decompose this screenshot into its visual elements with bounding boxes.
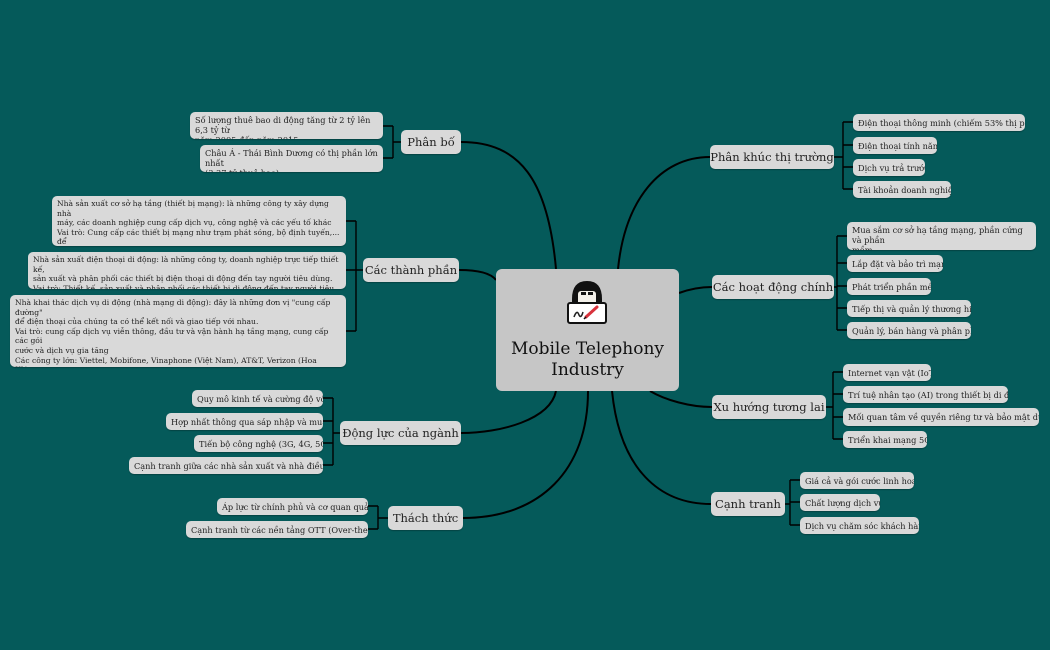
leaf-phan-khuc-4[interactable]: Tài khoản doanh nghiệp [853, 181, 951, 198]
branch-dong-luc[interactable]: Động lực của ngành [340, 421, 461, 445]
branch-xu-huong[interactable]: Xu hướng tương lai [712, 395, 826, 419]
branch-phan-bo[interactable]: Phân bố [401, 130, 461, 154]
leaf-dong-luc-4[interactable]: Cạnh tranh giữa các nhà sản xuất và nhà … [129, 457, 323, 474]
bracket-phan-bo [383, 125, 401, 159]
leaf-hoat-dong-3[interactable]: Phát triển phần mềm [847, 278, 931, 295]
branch-cac-thanh-phan[interactable]: Các thành phần [363, 258, 459, 282]
leaf-thach-thuc-1[interactable]: Áp lực từ chính phủ và cơ quan quản lý [217, 498, 368, 515]
leaf-thach-thuc-2[interactable]: Cạnh tranh từ các nền tảng OTT (Over-the… [186, 521, 368, 538]
branch-thach-thuc[interactable]: Thách thức [388, 506, 463, 530]
central-topic[interactable]: Mobile Telephony Industry [496, 269, 679, 391]
leaf-canh-tranh-2[interactable]: Chất lượng dịch vụ [800, 494, 880, 511]
link-phan-bo [460, 141, 557, 270]
leaf-dong-luc-2[interactable]: Hợp nhất thông qua sáp nhập và mua lại [166, 413, 323, 430]
leaf-canh-tranh-3[interactable]: Dịch vụ chăm sóc khách hàng [800, 517, 919, 534]
link-dong-luc [460, 390, 557, 434]
leaf-canh-tranh-1[interactable]: Giá cả và gói cước linh hoạt [800, 472, 914, 489]
branch-hoat-dong[interactable]: Các hoạt động chính [712, 275, 834, 299]
leaf-dong-luc-1[interactable]: Quy mô kinh tế và cường độ vốn [192, 390, 323, 407]
leaf-cac-thanh-phan-2[interactable]: Nhà sản xuất điện thoại di động: là nhữn… [28, 252, 346, 289]
leaf-cac-thanh-phan-3[interactable]: Nhà khai thác dịch vụ di động (nhà mạng … [10, 295, 346, 367]
leaf-dong-luc-3[interactable]: Tiến bộ công nghệ (3G, 4G, 5G) [194, 435, 323, 452]
central-title: Mobile Telephony Industry [510, 339, 665, 380]
leaf-xu-huong-4[interactable]: Triển khai mạng 5G [843, 431, 927, 448]
leaf-phan-bo-1[interactable]: Số lượng thuê bao di động tăng từ 2 tỷ l… [190, 112, 383, 139]
leaf-xu-huong-3[interactable]: Mối quan tâm về quyền riêng tư và bảo mậ… [843, 408, 1039, 426]
leaf-hoat-dong-2[interactable]: Lắp đặt và bảo trì mạng [847, 255, 943, 272]
person-laptop-icon [567, 281, 607, 324]
link-canh-tranh [611, 390, 712, 505]
bracket-hoat-dong [834, 235, 847, 331]
link-xu-huong [649, 390, 713, 408]
bracket-xu-huong [826, 371, 843, 440]
bracket-dong-luc [323, 397, 340, 466]
bracket-cac-thanh-phan [346, 220, 363, 332]
bracket-canh-tranh [785, 479, 800, 526]
leaf-phan-khuc-1[interactable]: Điện thoại thông minh (chiếm 53% thị phầ… [853, 114, 1025, 131]
branch-canh-tranh[interactable]: Cạnh tranh [711, 492, 785, 516]
leaf-hoat-dong-1[interactable]: Mua sắm cơ sở hạ tầng mạng, phần cứng và… [847, 222, 1036, 250]
link-thach-thuc [462, 390, 589, 519]
link-hoat-dong [678, 286, 713, 294]
leaf-phan-bo-2[interactable]: Châu Á - Thái Bình Dương có thị phần lớn… [200, 145, 383, 172]
leaf-cac-thanh-phan-1[interactable]: Nhà sản xuất cơ sở hạ tầng (thiết bị mạn… [52, 196, 346, 246]
leaf-phan-khuc-3[interactable]: Dịch vụ trả trước [853, 159, 925, 176]
leaf-hoat-dong-4[interactable]: Tiếp thị và quản lý thương hiệu [847, 300, 971, 317]
link-cac-thanh-phan [458, 269, 497, 281]
bracket-phan-khuc [834, 121, 853, 190]
leaf-xu-huong-1[interactable]: Internet vạn vật (IoT) [843, 364, 931, 381]
link-phan-khuc [617, 156, 711, 270]
leaf-xu-huong-2[interactable]: Trí tuệ nhân tạo (AI) trong thiết bị di … [843, 386, 1008, 403]
leaf-phan-khuc-2[interactable]: Điện thoại tính năng [853, 137, 937, 154]
branch-phan-khuc[interactable]: Phân khúc thị trường [710, 145, 834, 169]
leaf-hoat-dong-5[interactable]: Quản lý, bán hàng và phân phối [847, 322, 971, 339]
bracket-thach-thuc [368, 505, 388, 530]
